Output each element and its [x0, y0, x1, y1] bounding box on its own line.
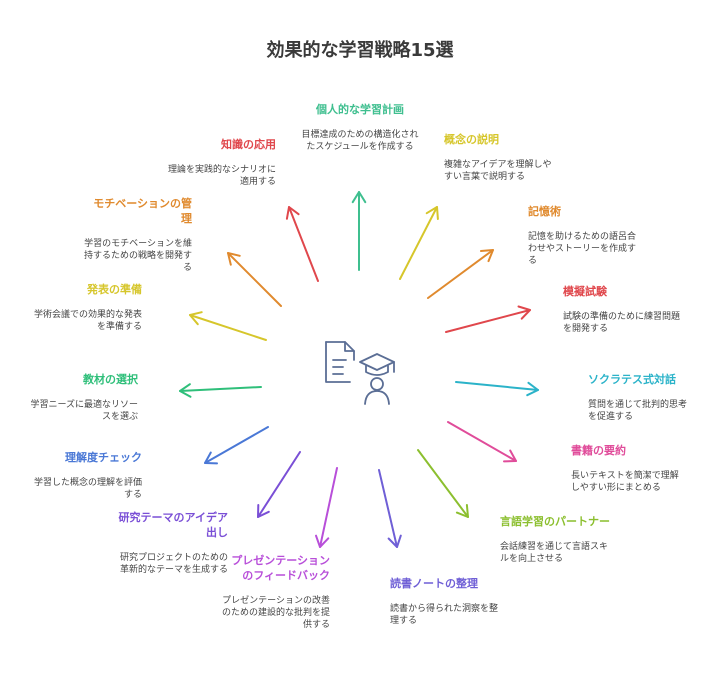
- arrow-concept: [399, 206, 439, 280]
- item-desc: 記憶を助けるための語呂合わせやストーリーを作成する: [528, 232, 637, 266]
- item-concept: 概念の説明 複雑なアイデアを理解しやすい言葉で説明する: [444, 132, 554, 183]
- item-desc: 目標達成のための構造化されたスケジュールを作成する: [301, 130, 419, 152]
- item-title: 読書ノートの整理: [390, 577, 478, 590]
- item-materials: 教材の選択 学習ニーズに最適なリソースを選ぶ: [30, 372, 138, 423]
- item-motivation: モチベーションの管理 学習のモチベーションを維持するための戦略を開発する: [84, 196, 192, 274]
- arrow-research: [257, 451, 301, 518]
- item-desc: 学習した概念の理解を評価する: [33, 478, 142, 500]
- page-title: 効果的な学習戦略15選: [266, 40, 454, 61]
- item-knowledge: 知識の応用 理論を実践的なシナリオに適用する: [168, 137, 276, 188]
- item-desc: 読書から得られた洞察を整理する: [390, 604, 499, 626]
- arrow-mock-exam: [445, 305, 531, 333]
- item-conference: 発表の準備 学術会議での効果的な発表を準備する: [30, 282, 142, 333]
- item-socratic: ソクラテス式対話 質問を通じて批判的思考を促進する: [588, 372, 692, 423]
- item-title: ソクラテス式対話: [588, 373, 676, 386]
- item-study-plan: 個人的な学習計画 目標達成のための構造化されたスケジュールを作成する: [300, 102, 420, 153]
- arrow-conference: [189, 311, 267, 341]
- item-desc: 学術会議での効果的な発表を準備する: [33, 310, 142, 332]
- item-desc: 質問を通じて批判的思考を促進する: [588, 400, 688, 422]
- item-desc: 研究プロジェクトのための革新的なテーマを生成する: [119, 553, 228, 575]
- item-title: 書籍の要約: [571, 444, 626, 457]
- item-title: プレゼンテーションのフィードバック: [231, 554, 330, 582]
- arrow-socratic: [455, 381, 539, 397]
- item-title: 概念の説明: [444, 133, 499, 146]
- item-desc: 長いテキストを簡潔で理解しやすい形にまとめる: [571, 471, 679, 493]
- item-desc: プレゼンテーションの改善のための建設的な批判を提供する: [222, 596, 331, 630]
- item-book-summary: 書籍の要約 長いテキストを簡潔で理解しやすい形にまとめる: [571, 443, 681, 494]
- item-title: 模擬試験: [563, 285, 607, 298]
- item-research: 研究テーマのアイデア出し 研究プロジェクトのための革新的なテーマを生成する: [118, 510, 228, 576]
- item-title: 記憶術: [528, 205, 561, 218]
- arrow-language: [417, 449, 469, 518]
- item-desc: 学習ニーズに最適なリソースを選ぶ: [30, 400, 138, 422]
- item-desc: 複雑なアイデアを理解しやすい言葉で説明する: [444, 160, 552, 182]
- item-title: 発表の準備: [87, 283, 142, 296]
- arrow-materials: [179, 383, 262, 398]
- item-title: 教材の選択: [83, 373, 138, 386]
- arrow-presentation: [315, 467, 338, 548]
- item-memory: 記憶術 記憶を助けるための語呂合わせやストーリーを作成する: [528, 204, 636, 267]
- item-desc: 理論を実践的なシナリオに適用する: [168, 165, 277, 187]
- item-comprehension: 理解度チェック 学習した概念の理解を評価する: [30, 450, 142, 501]
- item-title: 言語学習のパートナー: [500, 515, 610, 528]
- arrow-motivation: [227, 252, 282, 307]
- arrow-knowledge: [285, 206, 319, 282]
- item-desc: 学習のモチベーションを維持するための戦略を開発する: [84, 239, 193, 273]
- item-presentation: プレゼンテーションのフィードバック プレゼンテーションの改善のための建設的な批判…: [222, 553, 330, 631]
- item-title: 個人的な学習計画: [316, 103, 404, 116]
- arrow-reading-notes: [378, 469, 402, 548]
- item-title: モチベーションの管理: [93, 197, 192, 225]
- document-graduate-icon: [325, 341, 395, 405]
- arrow-book-summary: [447, 421, 517, 463]
- item-language: 言語学習のパートナー 会話練習を通じて言語スキルを向上させる: [500, 514, 610, 565]
- arrow-study-plan: [351, 191, 367, 271]
- item-reading-notes: 読書ノートの整理 読書から得られた洞察を整理する: [390, 576, 500, 627]
- item-mock-exam: 模擬試験 試験の準備のために練習問題を開発する: [563, 284, 681, 335]
- item-title: 研究テーマのアイデア出し: [118, 511, 228, 539]
- item-title: 理解度チェック: [65, 451, 142, 464]
- arrow-comprehension: [204, 426, 269, 465]
- arrow-memory: [427, 249, 494, 299]
- item-desc: 試験の準備のために練習問題を開発する: [563, 312, 681, 334]
- item-title: 知識の応用: [221, 138, 276, 151]
- item-desc: 会話練習を通じて言語スキルを向上させる: [500, 542, 609, 564]
